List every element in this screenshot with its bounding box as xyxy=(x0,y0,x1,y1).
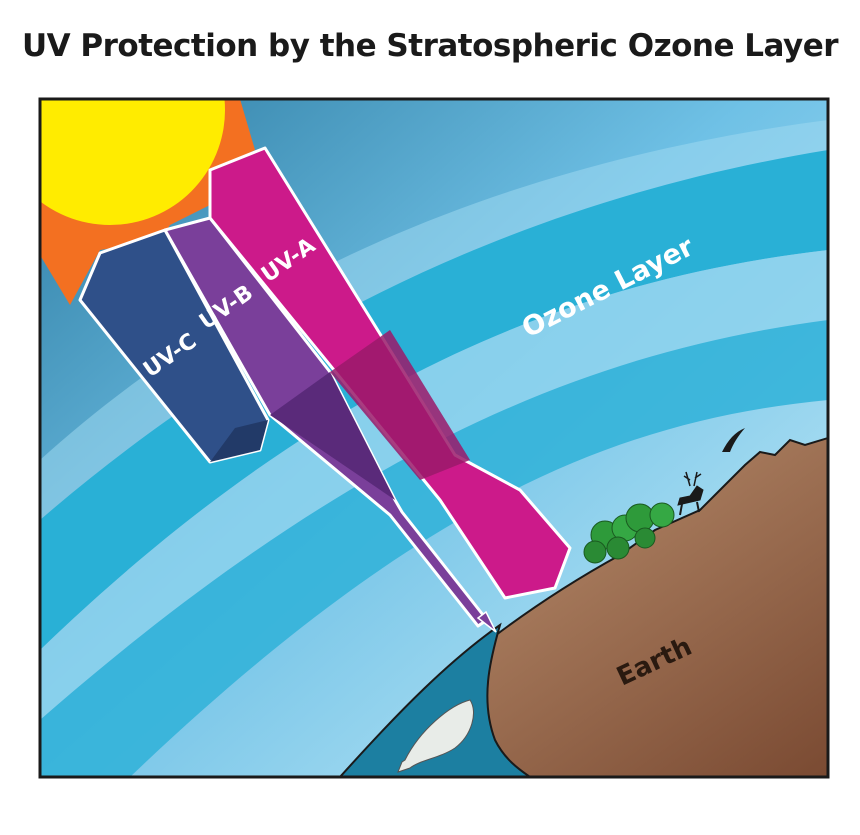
caribou-icon xyxy=(677,471,704,516)
troposphere-band xyxy=(40,320,828,777)
whale-icon xyxy=(397,699,474,773)
diagram-frame xyxy=(38,97,830,779)
trees-icon xyxy=(583,502,675,564)
bird-icon xyxy=(722,428,745,452)
ozone-layer-band xyxy=(40,150,828,650)
uvb-arrow xyxy=(163,216,489,628)
diagram-title: UV Protection by the Stratospheric Ozone… xyxy=(21,28,839,64)
lower-atmosphere-band xyxy=(40,250,828,720)
uva-arrow xyxy=(208,146,572,600)
ocean xyxy=(338,622,532,777)
uvb-arrowhead xyxy=(476,610,497,633)
sun-icon xyxy=(40,99,255,305)
